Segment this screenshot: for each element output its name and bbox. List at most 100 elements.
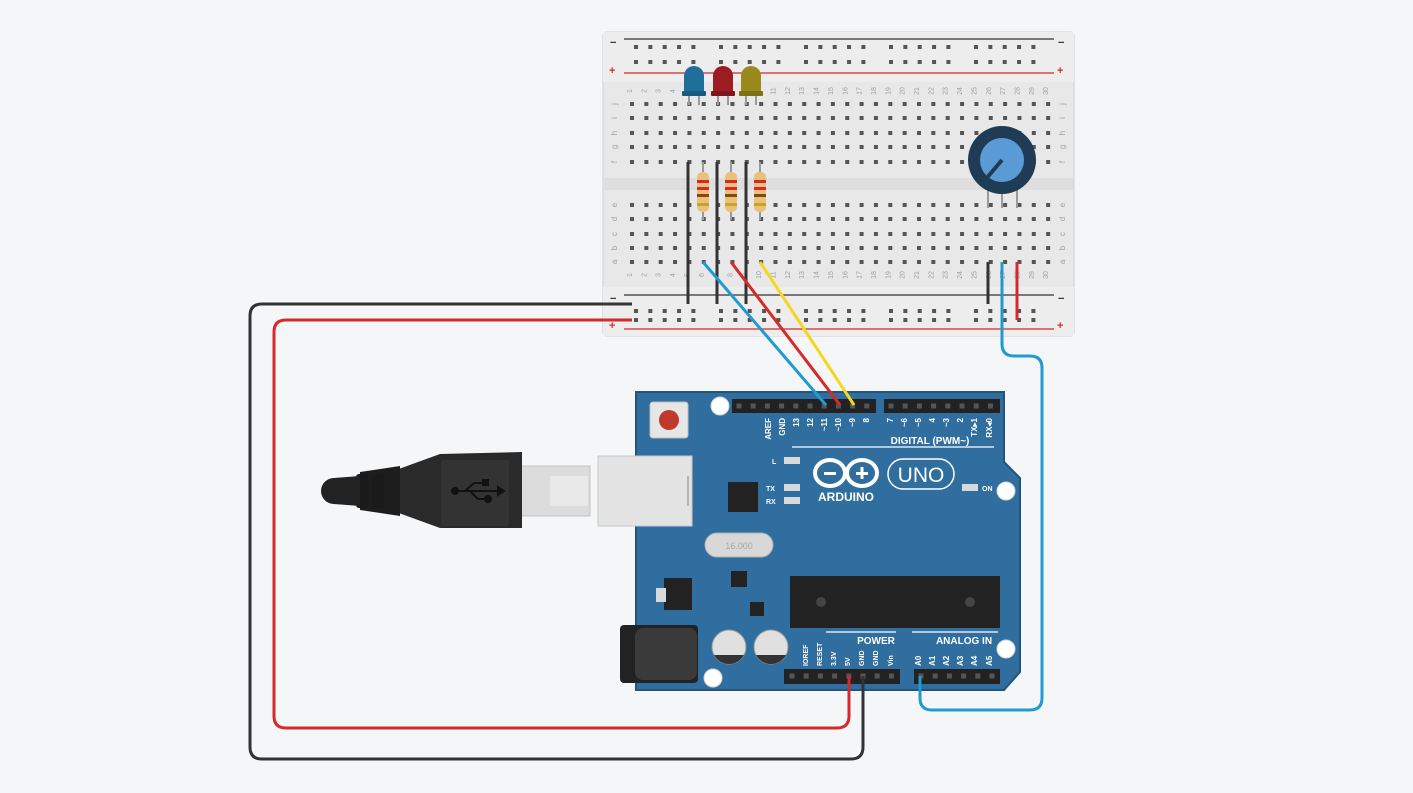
- rail-hole[interactable]: [932, 318, 937, 322]
- breadboard-hole[interactable]: [902, 260, 907, 264]
- breadboard-hole[interactable]: [787, 131, 792, 135]
- breadboard-hole[interactable]: [974, 232, 979, 236]
- breadboard-hole[interactable]: [1046, 217, 1051, 221]
- header-pin[interactable]: [750, 403, 756, 409]
- breadboard-hole[interactable]: [701, 116, 706, 120]
- rail-hole[interactable]: [762, 45, 767, 49]
- breadboard-hole[interactable]: [845, 102, 850, 106]
- breadboard-hole[interactable]: [945, 131, 950, 135]
- breadboard-hole[interactable]: [658, 203, 663, 207]
- breadboard-hole[interactable]: [673, 145, 678, 149]
- header-pin[interactable]: [793, 403, 799, 409]
- breadboard-hole[interactable]: [630, 116, 634, 120]
- rail-hole[interactable]: [762, 60, 767, 64]
- breadboard-hole[interactable]: [931, 203, 936, 207]
- breadboard-hole[interactable]: [960, 260, 965, 264]
- breadboard-hole[interactable]: [802, 260, 807, 264]
- breadboard-hole[interactable]: [888, 246, 893, 250]
- breadboard-hole[interactable]: [1003, 102, 1008, 106]
- breadboard-hole[interactable]: [960, 217, 965, 221]
- breadboard-hole[interactable]: [960, 145, 965, 149]
- header-pin[interactable]: [803, 673, 809, 679]
- rail-hole[interactable]: [776, 309, 781, 313]
- wire-yellow-led[interactable]: [758, 261, 856, 406]
- resistor-3[interactable]: [754, 162, 766, 220]
- breadboard-hole[interactable]: [644, 160, 649, 164]
- breadboard-hole[interactable]: [1031, 246, 1036, 250]
- breadboard-hole[interactable]: [759, 116, 764, 120]
- breadboard-hole[interactable]: [845, 131, 850, 135]
- rail-hole[interactable]: [677, 45, 682, 49]
- breadboard-hole[interactable]: [888, 145, 893, 149]
- header-pin[interactable]: [987, 403, 993, 409]
- header-pin[interactable]: [807, 403, 813, 409]
- breadboard-hole[interactable]: [888, 217, 893, 221]
- breadboard-hole[interactable]: [902, 217, 907, 221]
- usb-cable[interactable]: [321, 452, 591, 528]
- rail-hole[interactable]: [634, 309, 638, 313]
- rail-hole[interactable]: [1031, 318, 1036, 322]
- breadboard-hole[interactable]: [673, 246, 678, 250]
- breadboard-hole[interactable]: [945, 260, 950, 264]
- rail-hole[interactable]: [903, 309, 908, 313]
- breadboard-hole[interactable]: [888, 203, 893, 207]
- breadboard-hole[interactable]: [630, 217, 634, 221]
- breadboard-hole[interactable]: [644, 131, 649, 135]
- breadboard-hole[interactable]: [773, 116, 778, 120]
- breadboard-hole[interactable]: [859, 145, 864, 149]
- breadboard-hole[interactable]: [816, 131, 821, 135]
- breadboard-hole[interactable]: [730, 217, 735, 221]
- rail-hole[interactable]: [719, 45, 723, 49]
- breadboard-hole[interactable]: [802, 102, 807, 106]
- breadboard-hole[interactable]: [816, 102, 821, 106]
- rail-hole[interactable]: [747, 45, 752, 49]
- rail-hole[interactable]: [648, 309, 653, 313]
- header-pin[interactable]: [973, 403, 979, 409]
- rail-hole[interactable]: [1002, 45, 1007, 49]
- breadboard-hole[interactable]: [931, 232, 936, 236]
- breadboard-hole[interactable]: [845, 203, 850, 207]
- breadboard-hole[interactable]: [859, 217, 864, 221]
- breadboard-hole[interactable]: [744, 145, 749, 149]
- rail-hole[interactable]: [719, 309, 723, 313]
- rail-hole[interactable]: [691, 60, 696, 64]
- breadboard-hole[interactable]: [902, 131, 907, 135]
- breadboard-hole[interactable]: [859, 160, 864, 164]
- rail-hole[interactable]: [832, 45, 837, 49]
- breadboard-hole[interactable]: [917, 217, 921, 221]
- rail-hole[interactable]: [804, 45, 808, 49]
- breadboard-hole[interactable]: [816, 145, 821, 149]
- breadboard-hole[interactable]: [873, 131, 878, 135]
- breadboard-hole[interactable]: [773, 217, 778, 221]
- header-pin[interactable]: [932, 673, 938, 679]
- rail-hole[interactable]: [917, 45, 922, 49]
- potentiometer[interactable]: [968, 126, 1036, 208]
- breadboard-hole[interactable]: [787, 246, 792, 250]
- header-pin[interactable]: [874, 673, 880, 679]
- breadboard-hole[interactable]: [787, 145, 792, 149]
- breadboard-hole[interactable]: [1003, 116, 1008, 120]
- rail-hole[interactable]: [733, 45, 738, 49]
- breadboard-hole[interactable]: [673, 217, 678, 221]
- breadboard-hole[interactable]: [888, 131, 893, 135]
- breadboard-hole[interactable]: [759, 246, 764, 250]
- breadboard-hole[interactable]: [802, 116, 807, 120]
- header-pin[interactable]: [817, 673, 823, 679]
- breadboard-hole[interactable]: [1046, 102, 1051, 106]
- breadboard-hole[interactable]: [687, 116, 692, 120]
- breadboard-hole[interactable]: [658, 160, 663, 164]
- header-pin[interactable]: [736, 403, 742, 409]
- breadboard-hole[interactable]: [974, 260, 979, 264]
- digital-header-high[interactable]: [884, 399, 1000, 413]
- breadboard-hole[interactable]: [845, 160, 850, 164]
- breadboard-hole[interactable]: [1017, 260, 1022, 264]
- rail-hole[interactable]: [1017, 45, 1022, 49]
- breadboard-hole[interactable]: [917, 131, 921, 135]
- red-led[interactable]: [711, 66, 735, 105]
- rail-hole[interactable]: [662, 318, 667, 322]
- breadboard-hole[interactable]: [945, 217, 950, 221]
- breadboard-hole[interactable]: [787, 217, 792, 221]
- breadboard-hole[interactable]: [730, 232, 735, 236]
- breadboard-hole[interactable]: [960, 203, 965, 207]
- header-pin[interactable]: [959, 403, 965, 409]
